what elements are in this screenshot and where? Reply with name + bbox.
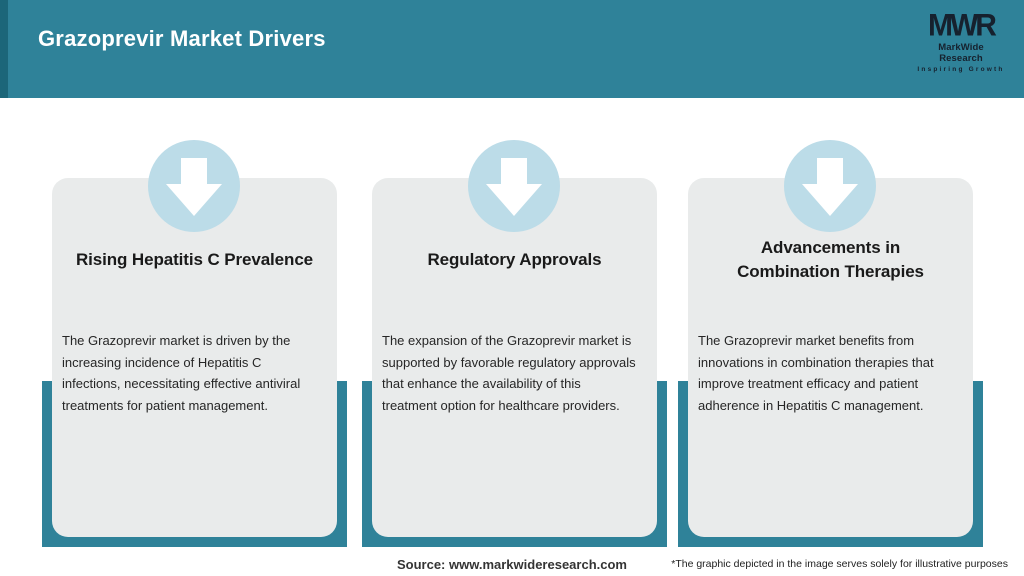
markwide-research-logo: MWR MarkWide Research Inspiring Growth <box>916 8 1006 73</box>
down-arrow-icon <box>486 158 542 216</box>
card-body: The Grazoprevir market benefits from inn… <box>698 333 934 413</box>
driver-card: Rising Hepatitis C Prevalence The Grazop… <box>52 178 337 537</box>
down-arrow-icon <box>166 158 222 216</box>
disclaimer-text: *The graphic depicted in the image serve… <box>671 558 1008 570</box>
down-arrow-icon <box>802 158 858 216</box>
card-title: Regulatory Approvals <box>427 250 602 269</box>
page-title: Grazoprevir Market Drivers <box>38 26 326 51</box>
down-arrow-badge <box>468 140 560 232</box>
header-left-accent <box>0 0 8 98</box>
header-bar: Grazoprevir Market Drivers MWR MarkWide … <box>0 0 1024 98</box>
down-arrow-badge <box>148 140 240 232</box>
card-body: The Grazoprevir market is driven by the … <box>62 333 301 413</box>
driver-card: Regulatory Approvals The expansion of th… <box>372 178 657 537</box>
logo-name: MarkWide Research <box>938 42 984 64</box>
logo-tagline: Inspiring Growth <box>917 66 1005 73</box>
source-line: Source: www.markwideresearch.com <box>396 557 627 572</box>
card-title: Advancements in Combination Therapies <box>737 238 924 281</box>
logo-monogram: MWR <box>928 8 997 43</box>
down-arrow-badge <box>784 140 876 232</box>
driver-card: Advancements in Combination Therapies Th… <box>688 178 973 537</box>
card-title: Rising Hepatitis C Prevalence <box>75 250 314 269</box>
card-body: The expansion of the Grazoprevir market … <box>382 333 636 413</box>
